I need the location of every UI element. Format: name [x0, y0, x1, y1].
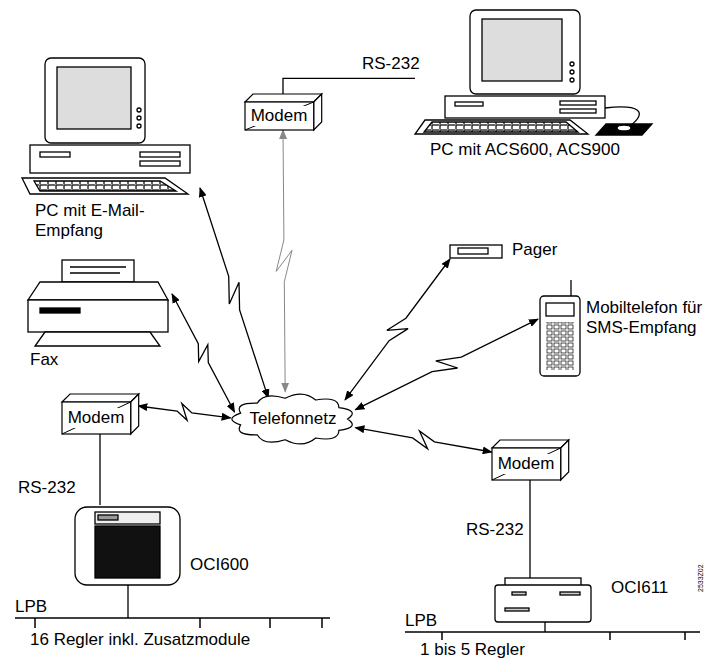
telephone-link [138, 404, 230, 421]
bus-label: LPB [15, 597, 47, 617]
device-label: OCI611 [611, 578, 691, 598]
mobile-phone: Mobiltelefon für SMS-Empfang [538, 280, 584, 378]
pc-email: PC mit E-Mail-Empfang [20, 55, 200, 195]
telephone-link [355, 319, 538, 410]
device-label: PC mit E-Mail-Empfang [35, 201, 160, 241]
modem-slash [62, 402, 131, 434]
modem-top [62, 394, 139, 402]
device-label: Fax [30, 350, 90, 370]
bus-note: 16 Regler inkl. Zusatzmodule [30, 630, 250, 650]
device-label: PC mit ACS600, ACS900 [430, 140, 655, 160]
cloud-path [232, 394, 352, 444]
modem-side [130, 394, 138, 434]
pc-acs: PC mit ACS600, ACS900 [415, 8, 655, 136]
oci611-illustration [495, 578, 591, 632]
modem-box: Modem [245, 94, 322, 130]
pc-acs-illustration [415, 10, 652, 135]
modem-top [245, 94, 322, 102]
modem-label: Modem [66, 408, 127, 428]
modem-slash [492, 448, 561, 480]
fax-illustration [28, 260, 168, 346]
telephone-link [345, 259, 450, 400]
cable-label: RS-232 [18, 478, 76, 498]
pager-illustration [450, 245, 502, 258]
device-label: OCI600 [190, 555, 270, 575]
device-label: Mobiltelefon für SMS-Empfang [586, 298, 716, 338]
modem-front [62, 402, 131, 434]
telephone-link [355, 428, 491, 452]
oci600-unit: OCI600 [72, 505, 184, 587]
bus-label: LPB [405, 611, 437, 631]
telephone-link [172, 294, 235, 412]
modem-slash [245, 102, 314, 130]
modem-top [492, 440, 569, 448]
device-label: Pager [512, 240, 572, 260]
modem-box: Modem [62, 394, 139, 434]
pager: Pager [450, 243, 504, 259]
oci611-unit: OCI611 [493, 578, 593, 624]
cable-label: RS-232 [466, 520, 524, 540]
rs232-cable [283, 78, 415, 94]
modem-label: Modem [496, 454, 557, 474]
modem-side [560, 440, 568, 480]
telephone-network-cloud: Telefonnetz [228, 390, 358, 448]
modem-label: Modem [249, 106, 310, 126]
bus-note: 1 bis 5 Regler [420, 641, 525, 658]
modem-front [492, 448, 561, 480]
cable-label: RS-232 [362, 54, 420, 74]
network-label: Telefonnetz [248, 409, 339, 429]
rs232-cable [529, 480, 530, 578]
modem-front [245, 102, 314, 130]
rs232-cable [99, 434, 100, 505]
oci600-illustration [75, 507, 180, 618]
fax: Fax [22, 258, 172, 348]
modem-side [313, 94, 321, 130]
pc-email-illustration [22, 58, 190, 194]
modem-box: Modem [492, 440, 569, 480]
telephone-link [276, 130, 292, 392]
mobile-phone-illustration [540, 280, 580, 376]
drawing-number: 2533Z02 [697, 564, 705, 592]
